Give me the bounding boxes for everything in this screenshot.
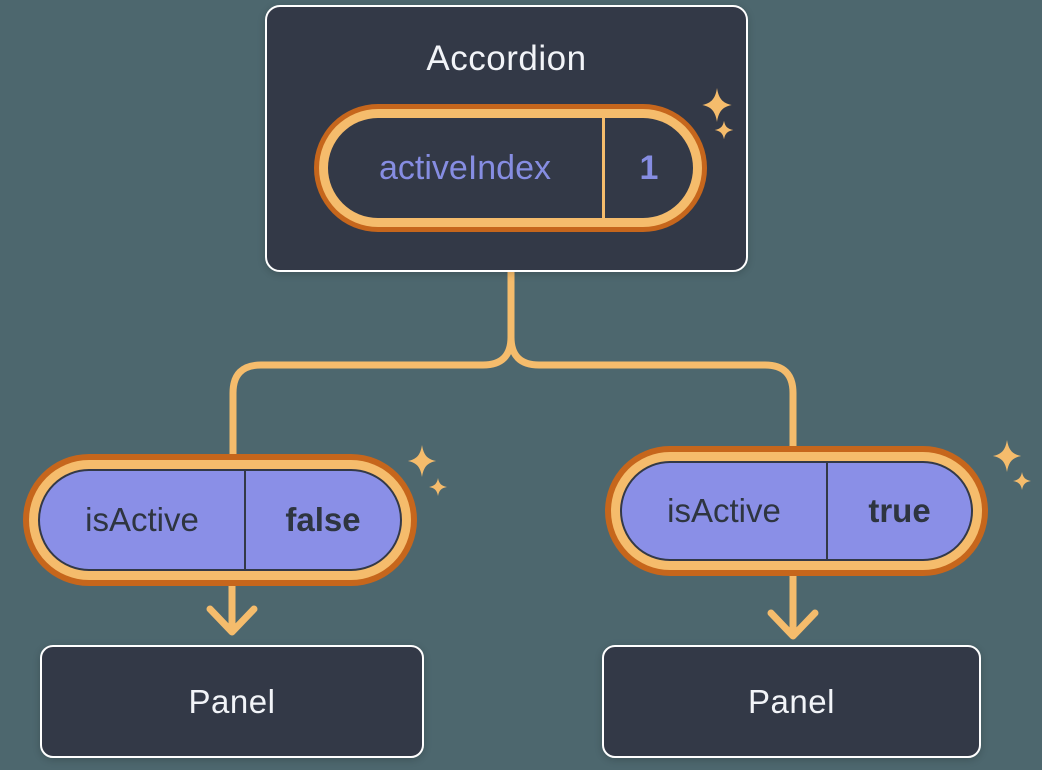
prop-pill-ring: isActive true	[611, 452, 982, 570]
state-pill-activeindex: activeIndex 1	[314, 104, 707, 232]
panel-title: Panel	[748, 682, 835, 720]
prop-pill-label: isActive	[85, 501, 199, 538]
state-pill-body: activeIndex 1	[328, 118, 693, 218]
connector-fork-left	[229, 266, 515, 474]
prop-pill-value: false	[285, 501, 361, 538]
prop-pill-isactive-left: isActive false	[23, 454, 417, 586]
accordion-node: Accordion activeIndex 1	[265, 5, 748, 272]
state-pill-value: 1	[639, 148, 659, 187]
state-pill-label: activeIndex	[379, 148, 551, 187]
sparkle-icon	[992, 440, 1031, 490]
prop-pill-label: isActive	[667, 492, 781, 529]
pill-divider	[244, 471, 246, 569]
pill-divider	[826, 463, 828, 559]
panel-node-left: Panel	[40, 645, 424, 758]
prop-pill-body: isActive false	[38, 469, 402, 571]
arrow-down-icon	[206, 576, 258, 636]
sparkle-icon	[407, 445, 447, 496]
prop-pill-isactive-right: isActive true	[605, 446, 988, 576]
accordion-title: Accordion	[426, 39, 587, 78]
panel-node-right: Panel	[602, 645, 981, 758]
connector-fork-right	[507, 266, 797, 474]
state-pill-ring: activeIndex 1	[319, 109, 702, 227]
pill-divider	[602, 118, 605, 218]
panel-title: Panel	[188, 682, 276, 720]
prop-pill-value: true	[868, 492, 931, 529]
arrow-down-icon	[767, 568, 819, 640]
prop-pill-ring: isActive false	[29, 460, 411, 580]
prop-pill-body: isActive true	[620, 461, 973, 561]
